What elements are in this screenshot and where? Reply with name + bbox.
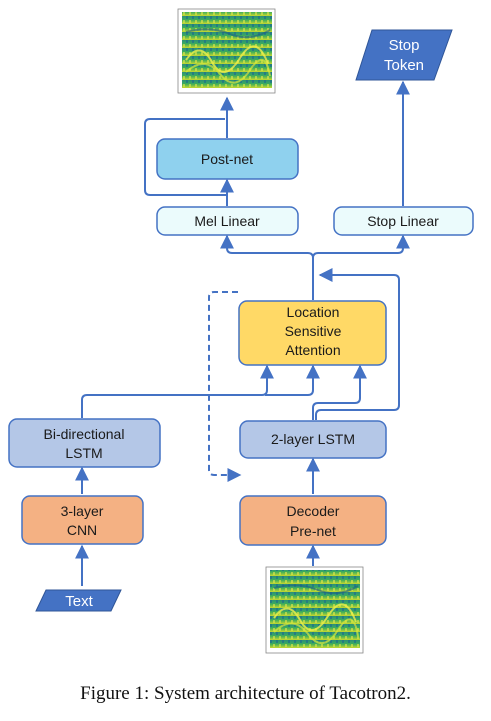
attention-label-line-3: Attention (285, 342, 340, 358)
stop-token-node: Stop Token (355, 29, 453, 81)
bilstm-label-line-1: Bi-directional (44, 426, 125, 442)
stop-token-label-line-1: Stop (389, 37, 420, 54)
bilstm-label-line-2: LSTM (65, 445, 102, 461)
cnn-node: 3-layer CNN (21, 495, 144, 545)
attention-context-feedback (208, 291, 242, 482)
input-spectrogram-image (265, 566, 364, 654)
arrow-lstm-to-attention (312, 364, 367, 420)
text-input-label: Text (65, 593, 93, 610)
attention-label-line-1: Location (287, 304, 340, 320)
mel-linear-label: Mel Linear (194, 213, 260, 229)
arrow-to-mel-linear (220, 234, 314, 259)
mel-linear-node: Mel Linear (156, 206, 299, 236)
stop-token-label-line-2: Token (384, 57, 424, 74)
stop-linear-label: Stop Linear (367, 213, 439, 229)
text-input-node: Text (35, 589, 122, 612)
arrow-bilstm-to-attention-1 (81, 364, 274, 418)
postnet-node: Post-net (156, 138, 299, 180)
prenet-label-line-2: Pre-net (290, 523, 336, 539)
lstm-output-loop (315, 268, 400, 420)
connectors (75, 80, 410, 586)
attention-label-line-2: Sensitive (285, 323, 342, 339)
stop-linear-node: Stop Linear (333, 206, 474, 236)
arrow-bilstm-to-attention-2 (265, 364, 320, 396)
figure-caption: Figure 1: System architecture of Tacotro… (80, 683, 411, 704)
arrow-to-stop-linear (312, 234, 410, 259)
lstm2-label: 2-layer LSTM (271, 431, 355, 447)
cnn-label-line-1: 3-layer (61, 503, 104, 519)
postnet-label: Post-net (201, 151, 253, 167)
attention-node: Location Sensitive Attention (238, 300, 387, 366)
output-spectrogram-image (177, 8, 276, 94)
lstm2-node: 2-layer LSTM (239, 420, 387, 459)
prenet-label-line-1: Decoder (287, 503, 340, 519)
cnn-label-line-2: CNN (67, 522, 97, 538)
residual-connection (144, 118, 227, 196)
prenet-node: Decoder Pre-net (239, 495, 387, 546)
bilstm-node: Bi-directional LSTM (8, 418, 161, 468)
